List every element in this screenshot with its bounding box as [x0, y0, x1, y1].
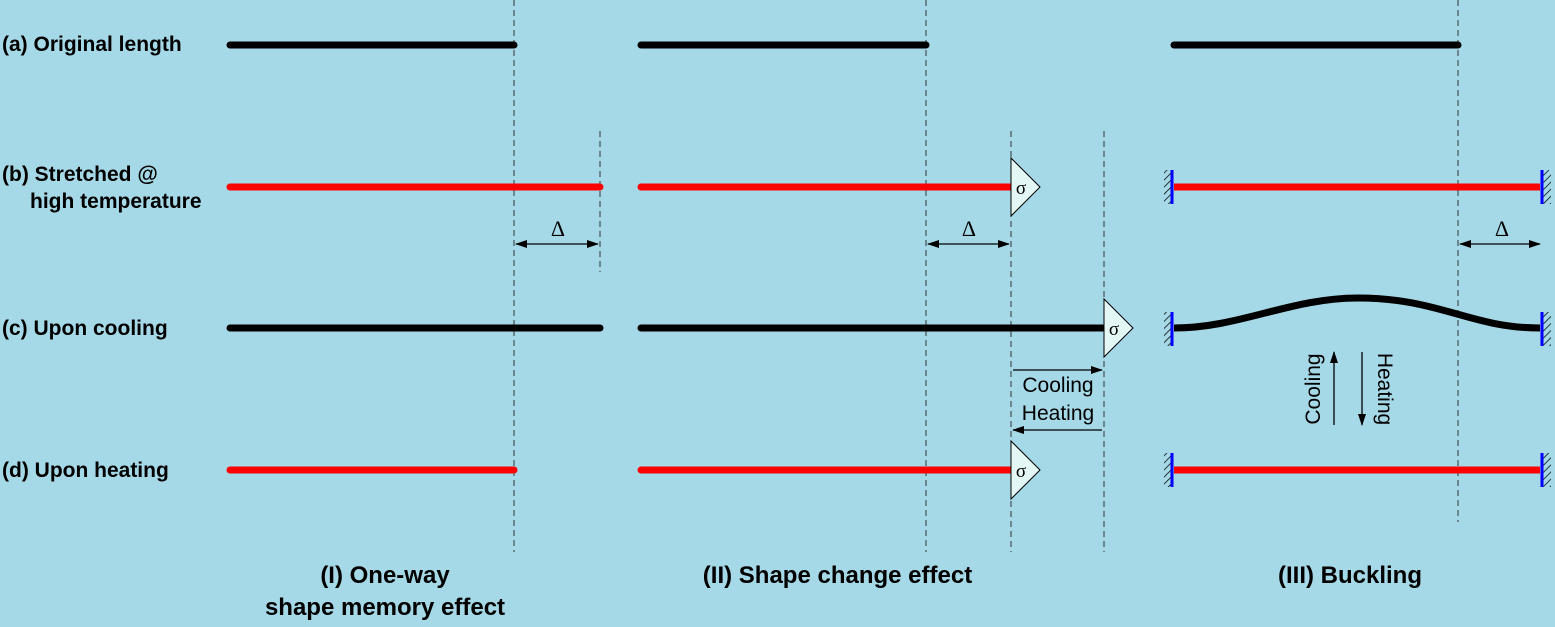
right-wall-hatch — [1543, 312, 1551, 346]
row-label-stretched-line1: (b) Stretched @ — [2, 163, 158, 186]
row-label-original-length: (a) Original length — [2, 33, 182, 56]
panel-one-way: Δ — [226, 0, 604, 552]
stress-load-triangle — [1010, 439, 1041, 501]
delta-label: Δ — [1495, 216, 1509, 241]
delta-label: Δ — [962, 216, 976, 241]
left-wall-hatch — [1164, 170, 1172, 204]
sigma-label: σ — [1109, 319, 1119, 340]
row-label-upon-heating: (d) Upon heating — [2, 459, 169, 482]
sigma-label: σ — [1016, 178, 1026, 199]
cooling-label: Cooling — [1302, 353, 1325, 424]
heating-label: Heating — [1022, 402, 1094, 425]
stress-load-triangle — [1103, 297, 1134, 359]
right-wall-hatch — [1543, 453, 1551, 487]
panel-title-one-way-line2: shape memory effect — [264, 594, 506, 621]
row-label-upon-cooling: (c) Upon cooling — [2, 317, 168, 340]
panel-title-one-way-line1: (I) One-way — [320, 562, 450, 589]
heating-label: Heating — [1373, 353, 1396, 425]
panel-shape-change: σ Δ σ Cooling Heating σ — [637, 0, 1134, 552]
left-wall-hatch — [1164, 453, 1172, 487]
sigma-label: σ — [1016, 461, 1026, 482]
right-wall-hatch — [1543, 170, 1551, 204]
row-label-stretched-line2: high temperature — [30, 190, 202, 213]
wire-buckled — [1173, 294, 1541, 332]
stress-load-triangle — [1010, 156, 1041, 218]
panel-title-buckling: (III) Buckling — [1278, 562, 1422, 589]
left-wall-hatch — [1164, 312, 1172, 346]
panel-title-shape-change: (II) Shape change effect — [702, 562, 973, 589]
panel-buckling: Δ Cooling Heating — [1164, 0, 1551, 522]
cooling-label: Cooling — [1022, 374, 1093, 397]
delta-label: Δ — [551, 216, 565, 241]
